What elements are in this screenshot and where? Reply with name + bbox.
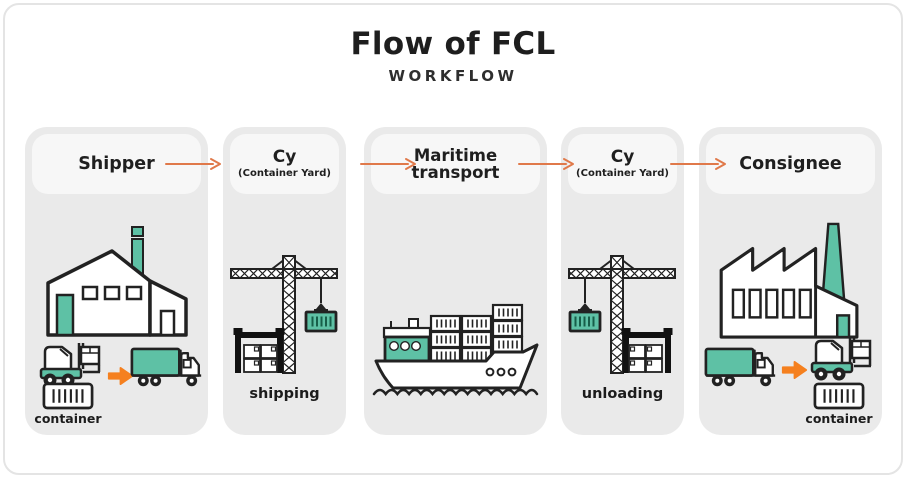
page-title: Flow of FCL xyxy=(350,26,556,62)
forklift-icon xyxy=(39,343,101,387)
crane-icon xyxy=(568,255,676,374)
container-caption: container xyxy=(34,411,102,426)
stage-title: Consignee xyxy=(739,153,842,174)
stage-subtitle: (Container Yard) xyxy=(238,167,331,179)
container-caption: container xyxy=(805,411,873,426)
stage-header: Consignee xyxy=(706,134,875,194)
warehouse-icon xyxy=(46,226,188,337)
container-icon xyxy=(813,382,865,410)
stage-caption: unloading xyxy=(581,386,664,402)
stage-column-maritime-transport: Maritime transport xyxy=(364,127,547,435)
stage-column-cy-origin: Cy (Container Yard) xyxy=(223,127,346,435)
truck-icon xyxy=(130,347,202,387)
truck-icon xyxy=(704,347,776,387)
stage-column-cy-destination: Cy (Container Yard) xyxy=(561,127,684,435)
flow-arrow-icon xyxy=(360,158,416,170)
transfer-arrow-icon xyxy=(107,367,134,385)
stage-title: Cy xyxy=(610,147,635,168)
flow-arrow-icon xyxy=(670,158,726,170)
crane-icon xyxy=(230,255,338,374)
infographic-canvas: Flow of FCL WORKFLOW Shipper xyxy=(3,3,903,475)
stage-title: Shipper xyxy=(78,153,155,174)
stage-header: Cy (Container Yard) xyxy=(568,134,677,194)
container-icon xyxy=(42,382,94,410)
stage-title: Maritime transport xyxy=(411,145,500,182)
stage-title: Cy xyxy=(272,147,297,168)
stage-caption: shipping xyxy=(249,386,320,402)
stage-header: Cy (Container Yard) xyxy=(230,134,339,194)
cargo-ship-icon xyxy=(372,303,539,397)
stage-column-shipper: Shipper container xyxy=(25,127,208,435)
forklift-icon xyxy=(810,337,872,381)
page-subtitle: WORKFLOW xyxy=(388,67,518,85)
stage-column-consignee: Consignee xyxy=(699,127,882,435)
transfer-arrow-icon xyxy=(781,361,808,379)
factory-icon xyxy=(719,222,859,339)
flow-arrow-icon xyxy=(165,158,221,170)
stage-subtitle: (Container Yard) xyxy=(576,167,669,179)
flow-arrow-icon xyxy=(518,158,574,170)
